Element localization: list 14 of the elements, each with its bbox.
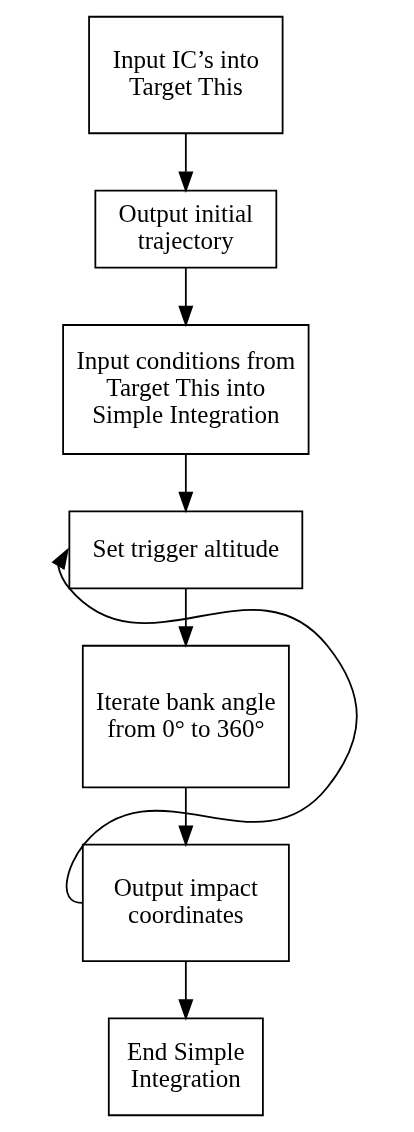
arrow	[177, 453, 193, 514]
node-box: Input IC’s into Target This	[87, 15, 283, 135]
node-box: End Simple Integration	[107, 1017, 264, 1117]
arrow	[177, 960, 193, 1021]
node-box: Output impact coordinates	[81, 843, 290, 963]
node-box: Output initial trajectory	[93, 189, 277, 269]
arrow	[51, 547, 358, 904]
arrow	[177, 786, 193, 848]
arrow	[177, 587, 193, 648]
node-box: Iterate bank angle from 0° to 360°	[81, 644, 290, 789]
node-box: Input conditions from Target This into Simple Integration	[61, 324, 309, 455]
node-box: Set trigger altitude	[67, 510, 303, 590]
arrow	[177, 132, 193, 194]
arrow	[177, 267, 193, 328]
